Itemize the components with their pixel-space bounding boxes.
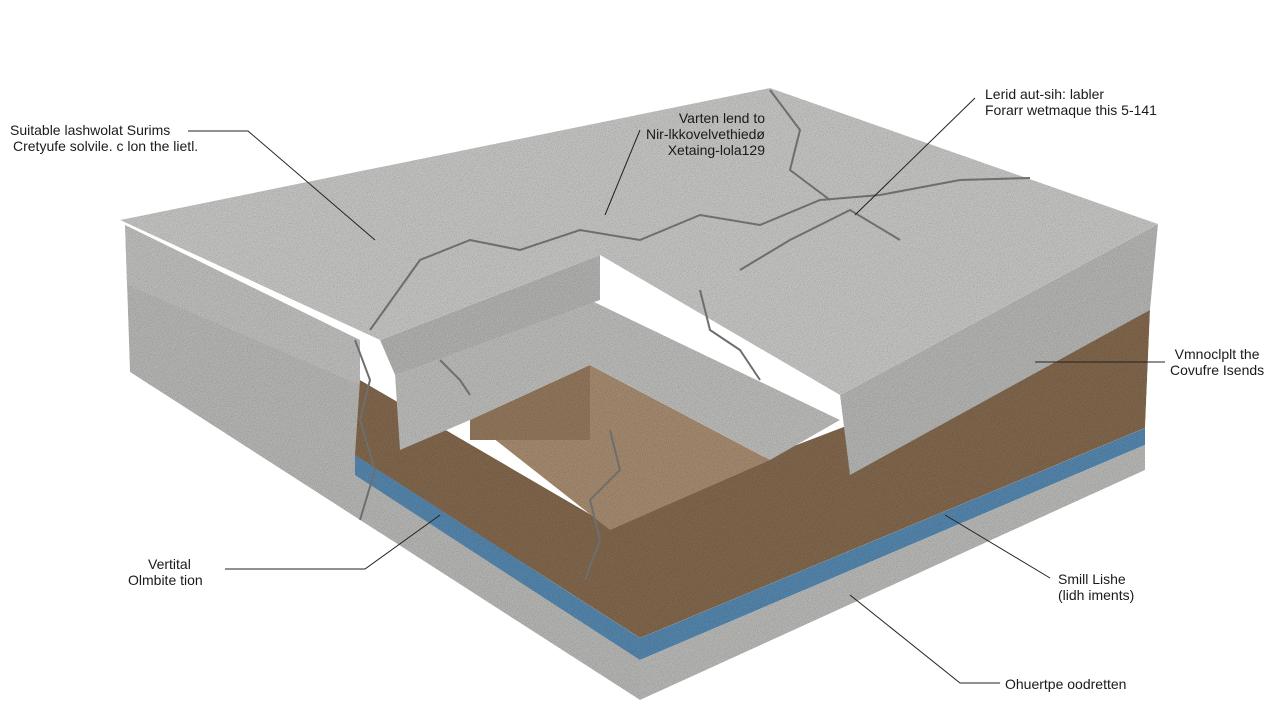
- label-top-right: Lerid aut-sih: labler Forarr wetmaque th…: [985, 86, 1157, 118]
- label-top-left: Suitable lashwolat Surims Cretyufe solvi…: [10, 122, 198, 154]
- left-face-base: [125, 225, 640, 700]
- label-line: Vmnoclplt the: [1174, 346, 1260, 362]
- label-line: Suitable lashwolat Surims: [10, 122, 171, 138]
- left-water-layer: [355, 455, 640, 660]
- label-line: Covufre Isends: [1170, 362, 1265, 378]
- label-top-center: Varten lend to Nir-lkkovelvethiedø Xetai…: [640, 110, 765, 158]
- label-line: Ohuertpe oodretten: [1005, 676, 1127, 692]
- label-right-bottom: Smill Lishe (lidh iments): [1058, 571, 1134, 603]
- label-bottom: Ohuertpe oodretten: [1005, 676, 1126, 692]
- label-line: Olmbite tion: [128, 572, 203, 588]
- label-line: Smill Lishe: [1058, 571, 1126, 587]
- label-line: Cretyufe solvile. c lon the lietl.: [13, 138, 199, 154]
- label-line: Forarr wetmaque this 5-141: [985, 102, 1157, 118]
- label-right-middle: Vmnoclplt the Covufre Isends: [1170, 346, 1264, 378]
- step-side: [380, 255, 600, 375]
- cracks: [354, 89, 1031, 581]
- leader-lines: [188, 97, 1165, 684]
- step-ledge: [395, 300, 840, 460]
- label-left-bottom: Vertital Olmbite tion: [128, 556, 203, 588]
- label-line: (lidh iments): [1058, 587, 1135, 603]
- label-line: Varten lend to: [678, 110, 765, 126]
- label-line: Lerid aut-sih: labler: [985, 86, 1105, 102]
- label-line: Xetaing-lola129: [667, 142, 765, 158]
- left-face-slab: [125, 225, 360, 385]
- base-layer: [640, 445, 1145, 700]
- recess-wall: [470, 365, 590, 440]
- slab-right-face: [840, 224, 1158, 475]
- water-layer: [640, 428, 1145, 660]
- label-line: Nir-lkkovelvethiedø: [645, 126, 765, 142]
- label-line: Vertital: [148, 556, 191, 572]
